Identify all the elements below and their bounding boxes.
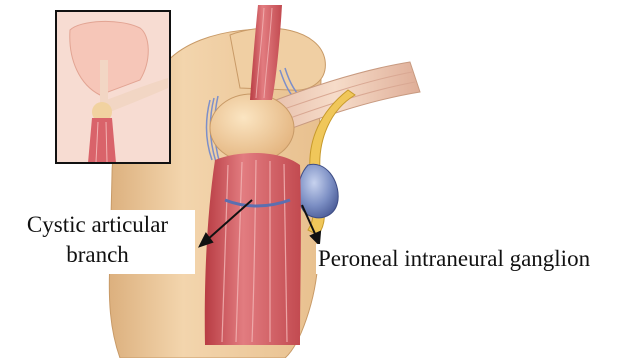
cystic-articular-branch-label: Cystic articular branch bbox=[0, 210, 195, 274]
cystic-label-line1: Cystic articular bbox=[0, 210, 195, 240]
fibular-head bbox=[210, 94, 294, 162]
peroneal-ganglion-label: Peroneal intraneural ganglion bbox=[316, 244, 592, 274]
cystic-label-line2: branch bbox=[0, 240, 195, 270]
inset-thumbnail bbox=[56, 11, 170, 163]
